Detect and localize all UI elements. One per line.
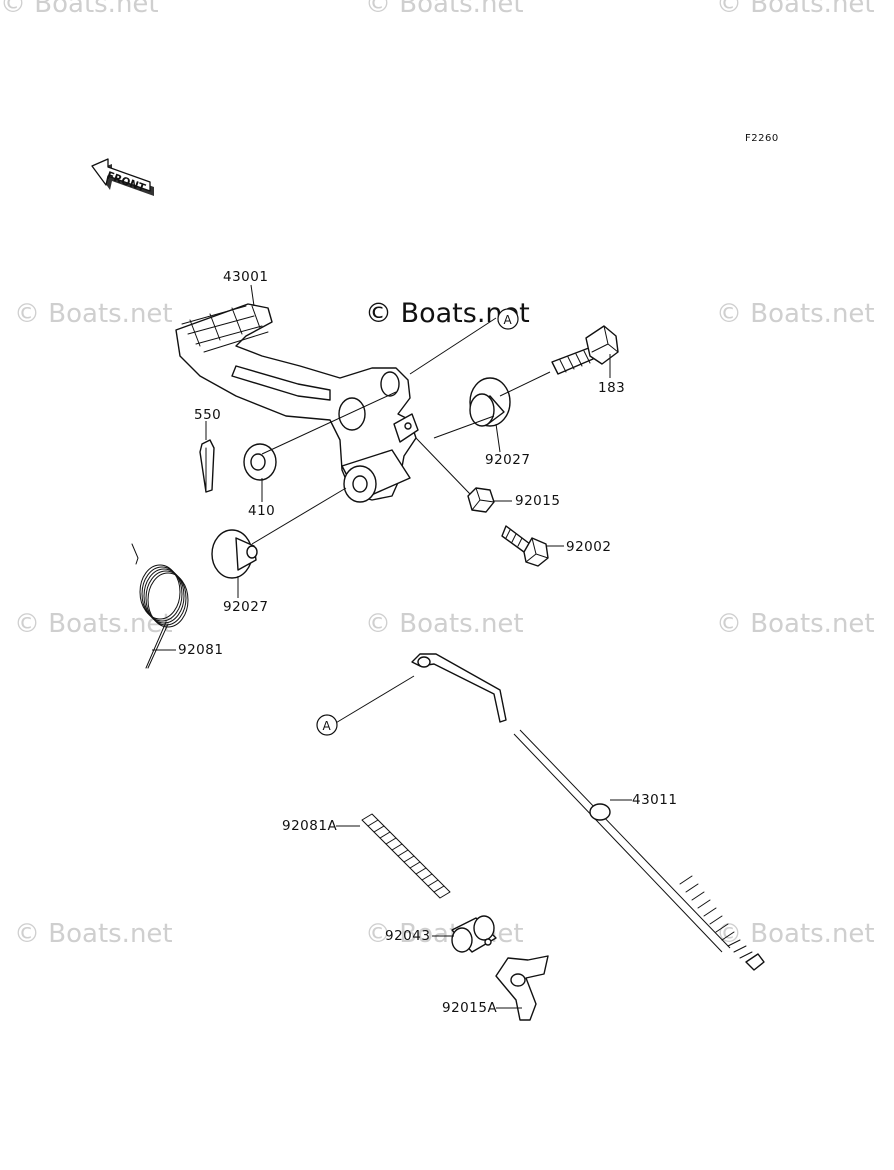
watermark: © Boats.net [716, 919, 875, 949]
watermark: © Boats.net [365, 609, 524, 639]
part-label-43001: 43001 [223, 269, 268, 285]
collar-bottom [211, 529, 258, 579]
watermark: © Boats.net [716, 299, 875, 329]
cotter-pin [199, 439, 215, 493]
nut [467, 487, 495, 513]
part-label-92027-bottom: 92027 [223, 599, 268, 615]
part-label-92002: 92002 [566, 539, 611, 555]
collar-top [469, 377, 511, 427]
reference-marker-top: A [497, 308, 519, 330]
watermark: © Boats.net [14, 609, 173, 639]
wing-nut [495, 955, 549, 1021]
watermark: © Boats.net [365, 919, 524, 949]
washer [243, 443, 277, 481]
watermarks: © Boats.net © Boats.net © Boats.net © Bo… [0, 0, 875, 949]
part-label-92015: 92015 [515, 493, 560, 509]
part-labels: 43001 183 92027 550 410 92015 92002 9202… [178, 269, 677, 1016]
leader-lines [152, 284, 632, 1009]
reference-marker-bottom: A [316, 714, 338, 736]
part-label-92027-top: 92027 [485, 452, 530, 468]
diagram-code: F2260 [745, 133, 779, 144]
brake-rod [411, 653, 765, 971]
part-label-410: 410 [248, 503, 275, 519]
part-label-550: 550 [194, 407, 221, 423]
part-label-92015A: 92015A [442, 1000, 497, 1016]
part-label-43011: 43011 [632, 792, 677, 808]
watermark: © Boats.net [14, 299, 173, 329]
watermark: © Boats.net [716, 609, 875, 639]
part-label-183: 183 [598, 380, 625, 396]
rod-spring [361, 813, 451, 899]
marker-label: A [504, 313, 513, 327]
brake-pedal [175, 303, 419, 503]
watermark: © Boats.net [365, 0, 524, 19]
bolt-92002 [501, 525, 549, 567]
part-label-92081: 92081 [178, 642, 223, 658]
bolt-183 [551, 325, 619, 375]
watermark: © Boats.net [14, 919, 173, 949]
marker-label: A [323, 719, 332, 733]
watermark: © Boats.net [0, 0, 159, 19]
front-arrow-icon: FRONT [91, 158, 154, 196]
part-label-92043: 92043 [385, 928, 430, 944]
part-label-92081A: 92081A [282, 818, 337, 834]
torsion-spring [131, 543, 189, 669]
watermark: © Boats.net [716, 0, 875, 19]
joint [451, 915, 497, 953]
